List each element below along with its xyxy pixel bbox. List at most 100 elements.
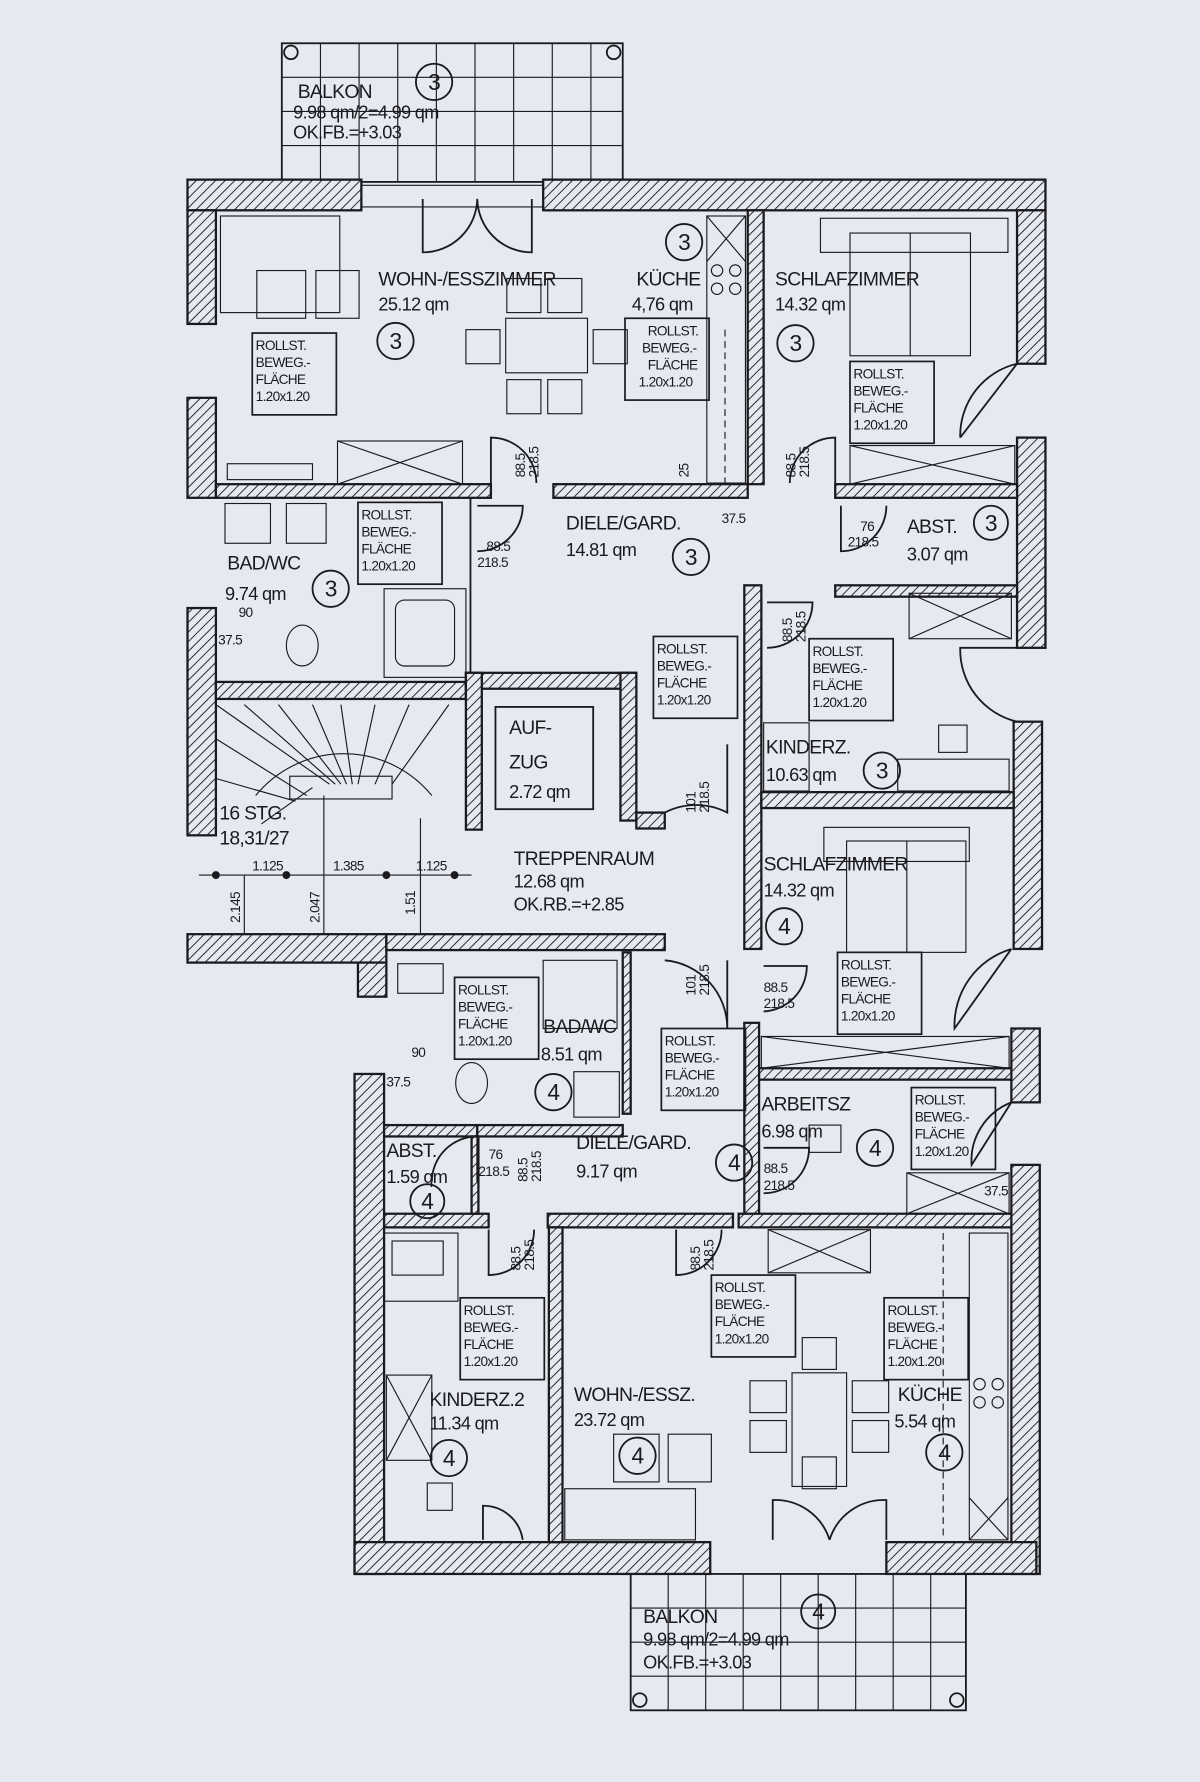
room-area: 9.74 qm — [225, 584, 286, 604]
room-name: WOHN-/ESSZ. — [574, 1385, 695, 1406]
plan-label: ROLLST. — [915, 1093, 966, 1108]
plan-label: 1.385 — [333, 859, 364, 874]
plan-label: ROLLST. — [648, 323, 699, 338]
unit-marker-icon — [415, 62, 454, 102]
plan-label: 37.5 — [386, 1074, 410, 1089]
plan-label: 2.047 — [307, 892, 322, 923]
unit-marker-icon — [862, 751, 901, 790]
plan-label: BEWEG.- — [361, 524, 415, 539]
room-area: 4,76 qm — [632, 294, 693, 314]
room-area: 3.07 qm — [907, 544, 968, 564]
room-area: 23.72 qm — [574, 1410, 644, 1430]
plan-label: 88.5 — [688, 1247, 703, 1271]
plan-label: 4 — [421, 1188, 433, 1214]
room-name: DIELE/GARD. — [566, 514, 681, 535]
plan-label: BEWEG.- — [813, 661, 867, 676]
plan-label: 1.20x1.20 — [361, 559, 416, 574]
plan-label: 218.5 — [697, 965, 712, 996]
room-name: BAD/WC — [543, 1017, 617, 1038]
room-area: 11.34 qm — [430, 1414, 499, 1434]
unit-marker-icon — [855, 1128, 895, 1167]
plan-label: 1.20x1.20 — [813, 695, 868, 710]
plan-label: 90 — [239, 605, 254, 620]
room-area: 5.54 qm — [894, 1411, 955, 1431]
plan-label: FLÄCHE — [256, 372, 306, 387]
plan-label: ROLLST. — [361, 507, 412, 522]
plan-label: 218.5 — [477, 555, 508, 570]
plan-label: 101 — [683, 975, 698, 996]
plan-label: 4 — [778, 913, 790, 939]
balcony-bottom-unit: 4 — [812, 1598, 824, 1624]
room-name: KINDERZ.2 — [430, 1390, 525, 1411]
furniture — [219, 215, 1016, 1541]
plan-label: 88.5 — [783, 453, 798, 477]
plan-label: 25 — [677, 463, 692, 477]
plan-label: 4 — [728, 1150, 740, 1176]
plan-label: 88.5 — [764, 1161, 788, 1176]
plan-label: FLÄCHE — [464, 1337, 514, 1352]
plan-label: FLÄCHE — [657, 676, 707, 691]
plan-label: 218.5 — [478, 1164, 509, 1179]
plan-label: ROLLST. — [458, 982, 509, 997]
plan-label: 3 — [685, 544, 697, 570]
room-name: DIELE/GARD. — [576, 1133, 691, 1154]
unit-marker-icon — [972, 504, 1009, 541]
stair-dimensions: 1.125 1.385 1.125 2.145 2.047 1.51 — [228, 859, 448, 923]
room-name: SCHLAFZIMMER — [764, 855, 909, 876]
plan-label: ROLLST. — [657, 642, 708, 657]
plan-label: 218.5 — [522, 1240, 537, 1271]
unit-marker-icon — [665, 223, 704, 262]
plan-label: 218.5 — [702, 1240, 717, 1271]
walls — [186, 178, 1047, 1576]
plan-label: FLÄCHE — [665, 1068, 715, 1083]
column-icon — [949, 1692, 965, 1708]
plan-label: 218.5 — [797, 447, 812, 478]
elevator-car — [494, 706, 595, 811]
plan-label: 4 — [869, 1135, 881, 1161]
plan-label: BEWEG.- — [657, 659, 711, 674]
plan-label: BEWEG.- — [642, 340, 696, 355]
plan-label: FLÄCHE — [888, 1337, 938, 1352]
plan-label: ROLLST. — [853, 367, 904, 382]
plan-label: 218.5 — [527, 447, 542, 478]
room-name: WOHN-/ESSZIMMER — [378, 269, 556, 290]
plan-label: ROLLST. — [256, 338, 307, 353]
plan-label: 1.20x1.20 — [715, 1331, 770, 1346]
unit-marker-icon — [800, 1593, 837, 1630]
room-name: BAD/WC — [227, 553, 301, 574]
plan-label: FLÄCHE — [715, 1314, 765, 1329]
room-area: 10.63 qm — [766, 765, 836, 785]
plan-label: 2.145 — [228, 892, 243, 923]
room-area: 2.72 qm — [509, 782, 570, 802]
room-level: OK.RB.=+2.85 — [514, 894, 625, 914]
room-name: KINDERZ. — [766, 738, 851, 759]
plan-label: FLÄCHE — [648, 357, 698, 372]
plan-label: 218.5 — [794, 611, 809, 642]
plan-label: 218.5 — [764, 996, 795, 1011]
plan-label: 3 — [789, 330, 801, 356]
plan-label: 101 — [683, 792, 698, 813]
plan-label: ROLLST. — [665, 1034, 716, 1049]
unit-marker-icon — [715, 1143, 754, 1182]
plan-label: FLÄCHE — [915, 1127, 965, 1142]
stair-steps: 16 STG. — [219, 803, 286, 824]
plan-label: FLÄCHE — [813, 678, 863, 693]
unit-marker-icon — [618, 1436, 657, 1475]
room-area: 6.98 qm — [761, 1122, 822, 1142]
staircase — [198, 704, 472, 935]
unit-marker-icon — [409, 1183, 446, 1220]
room-area: 9.17 qm — [576, 1161, 637, 1181]
plan-label: 88.5 — [764, 980, 788, 995]
room-area: 14.81 qm — [566, 540, 636, 560]
plan-label: 3 — [389, 328, 401, 354]
plan-label: 88.5 — [508, 1247, 523, 1271]
room-name: ABST. — [386, 1141, 436, 1162]
unit-marker-icon — [429, 1438, 468, 1478]
plan-label: 1.51 — [403, 891, 418, 915]
room-name: ARBEITSZ — [761, 1094, 851, 1115]
plan-label: FLÄCHE — [458, 1017, 508, 1032]
plan-label: 37.5 — [218, 632, 242, 647]
room-name: ABST. — [907, 517, 957, 538]
